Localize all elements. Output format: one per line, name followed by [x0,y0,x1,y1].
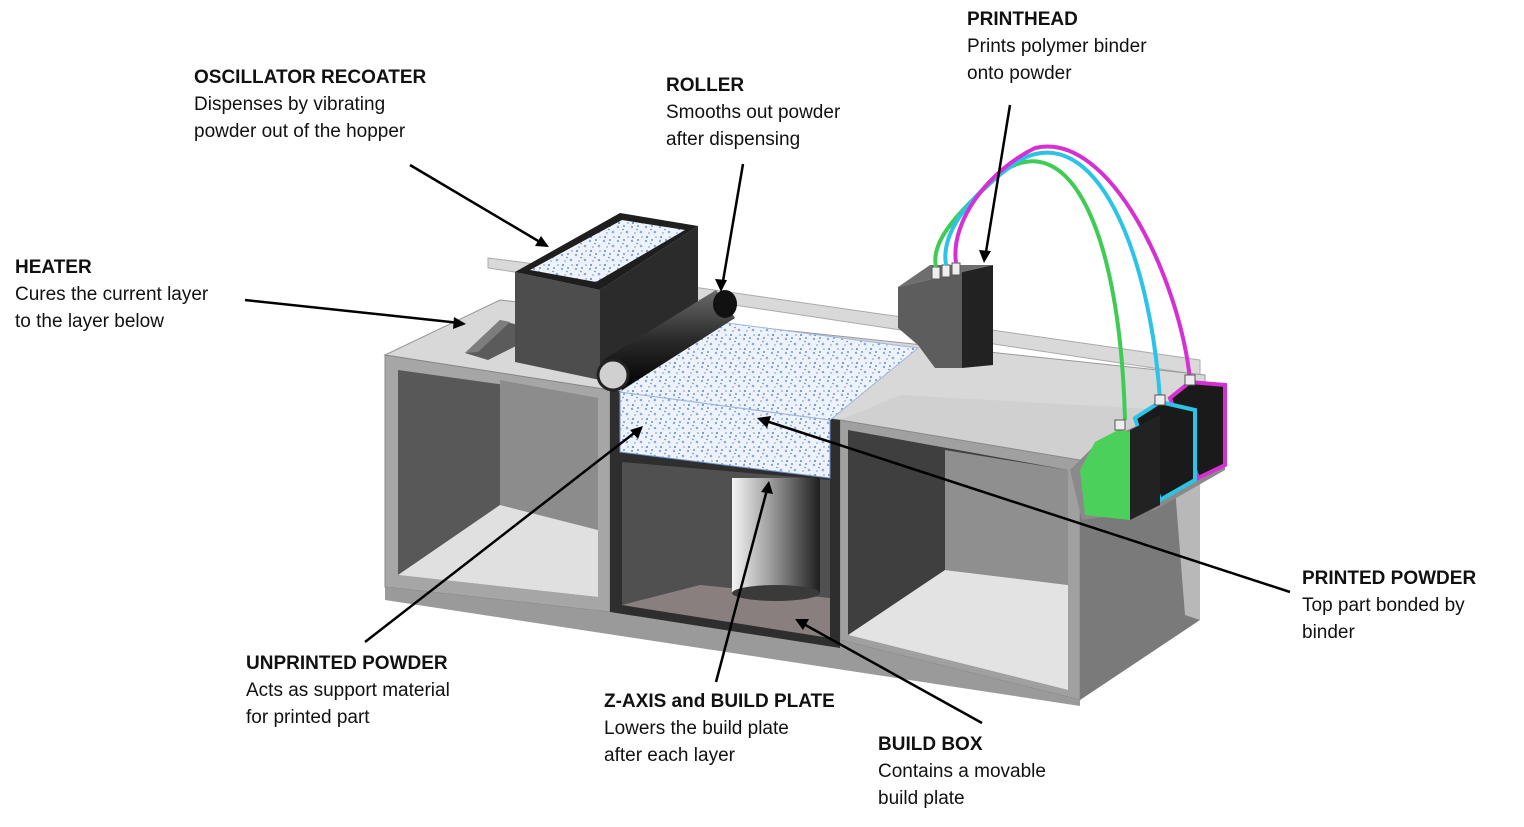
leader-oscillator [409,163,546,247]
leader-zaxis [714,485,770,683]
arrowhead-zaxis [761,481,773,494]
callout-build-box: BUILD BOX Contains a movable build plate [878,731,1046,812]
ink-tubes [933,144,1192,421]
printhead-nozzle-2 [941,264,951,278]
tube-cyan [943,150,1162,401]
leader-heater [244,298,461,325]
callout-heater: HEATER Cures the current layer to the la… [15,254,208,335]
printhead-side [898,272,962,368]
right-chamber-back [945,450,1068,585]
printhead [898,262,993,368]
build-box-desc: Contains a movable build plate [878,761,1046,809]
arrowhead-roller [715,279,727,292]
cartridge-green-cap [1114,419,1126,431]
arrowhead-build-box [795,619,809,630]
left-chamber-back [500,380,598,530]
callout-unprinted-powder: UNPRINTED POWDER Acts as support materia… [246,650,450,731]
z-axis-cylinder [732,478,820,593]
unprinted-powder-title: UNPRINTED POWDER [246,653,448,674]
leader-roller [720,163,745,288]
leader-printed-powder [762,418,1291,594]
printhead-desc: Prints polymer binder onto powder [967,36,1147,84]
callout-oscillator-recoater: OSCILLATOR RECOATER Dispenses by vibrati… [194,64,426,145]
arrowhead-printed-powder [757,416,771,428]
oscillator-recoater [515,213,698,380]
roller-far-end [713,290,737,318]
roller [596,290,737,392]
z-axis-cylinder-base [732,585,820,601]
printed-powder-desc: Top part bonded by binder [1302,595,1465,643]
heater-desc: Cures the current layer to the layer bel… [15,284,209,332]
callout-printed-powder: PRINTED POWDER Top part bonded by binder [1302,565,1476,646]
left-chamber-floor [398,505,598,597]
zaxis-desc: Lowers the build plate after each layer [604,718,789,766]
leader-unprinted-powder [364,429,639,643]
printhead-title: PRINTHEAD [967,9,1078,30]
zaxis-title: Z-AXIS and BUILD PLATE [604,691,835,712]
callout-roller: ROLLER Smooths out powder after dispensi… [666,72,840,153]
leader-printhead [983,104,1012,259]
printhead-front [962,265,993,368]
printed-powder-title: PRINTED POWDER [1302,568,1477,589]
base-front [385,587,1080,706]
hopper-front [600,226,698,380]
oscillator-title: OSCILLATOR RECOATER [194,67,427,88]
arrowhead-oscillator [535,236,549,247]
oscillator-desc: Dispenses by vibrating powder out of the… [194,94,406,142]
tube-green [933,159,1127,421]
ink-cartridges [1070,374,1227,520]
hopper-side [515,272,600,380]
cartridge-magenta-cap [1184,374,1196,386]
unprinted-powder-desc: Acts as support material for printed par… [246,680,450,728]
cartridge-cyan-cap [1154,394,1166,406]
arrowhead-printhead [979,250,991,263]
leader-lines [244,104,1291,725]
hopper-powder [530,220,685,282]
printhead-nozzle-1 [931,266,941,280]
cartridge-green-side [1130,415,1160,520]
build-box [610,321,920,648]
arrowhead-heater [453,317,466,329]
tube-magenta [953,144,1192,381]
roller-body [603,290,735,390]
callout-zaxis-build-plate: Z-AXIS and BUILD PLATE Lowers the build … [604,688,835,769]
printhead-nozzle-3 [951,262,961,276]
leader-build-box [799,620,983,725]
cartridge-green [1080,430,1130,520]
roller-desc: Smooths out powder after dispensing [666,102,841,150]
heater-title: HEATER [15,257,92,278]
build-box-title: BUILD BOX [878,734,983,755]
roller-title: ROLLER [666,75,745,96]
right-chamber-floor [848,570,1068,690]
arrowhead-unprinted-powder [630,426,643,439]
heater-top [465,320,510,353]
heater [465,320,518,360]
roller-end [596,358,630,392]
callout-printhead: PRINTHEAD Prints polymer binder onto pow… [967,6,1147,87]
